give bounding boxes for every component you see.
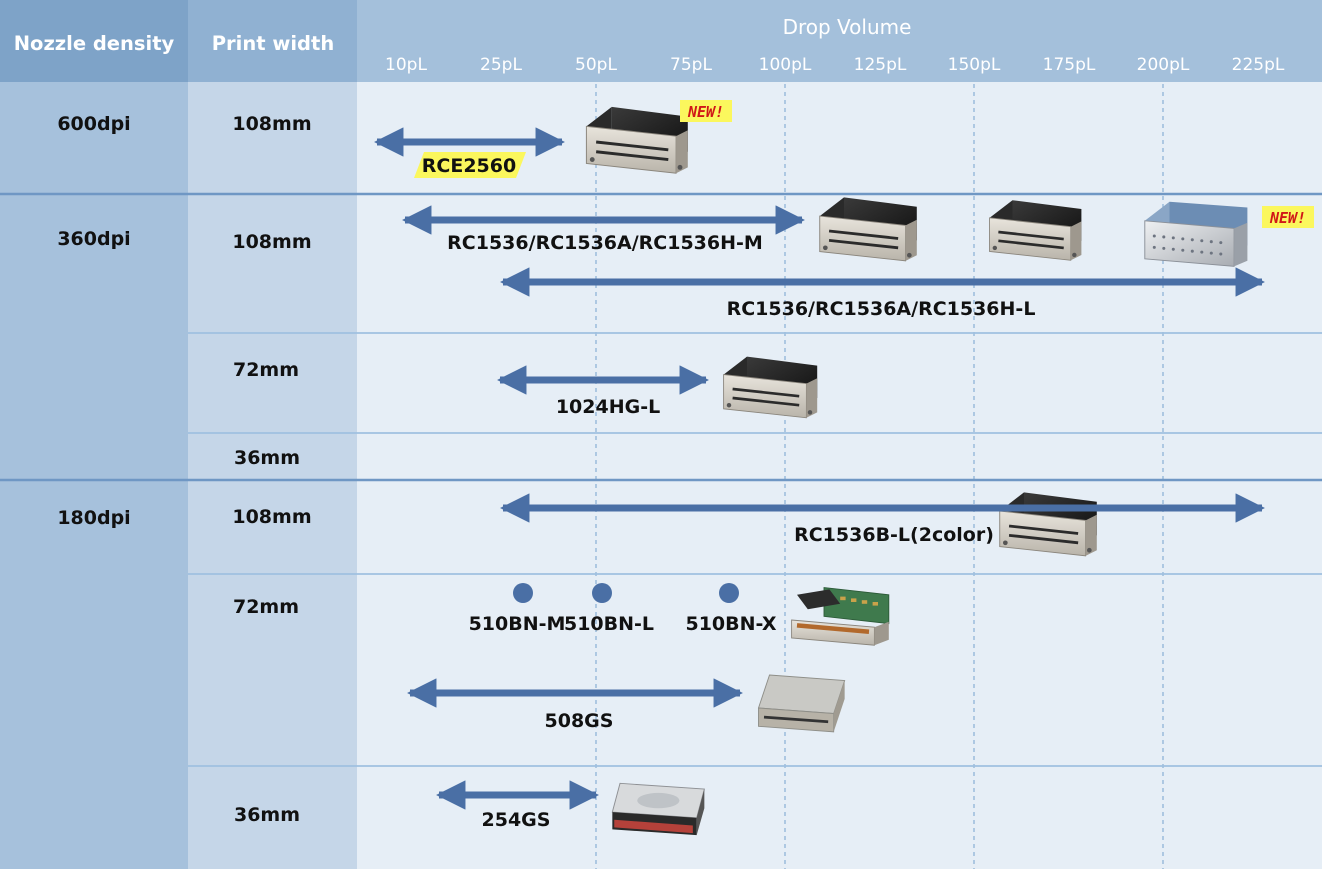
tick-label: 175pL: [1043, 55, 1096, 75]
product-label-508gs: 508GS: [545, 710, 614, 732]
header-cell-nozzle-density: [0, 0, 188, 82]
product-label-rce2560: RCE2560: [422, 155, 516, 177]
density-600dpi: 600dpi: [57, 113, 130, 135]
print-width-column: [188, 0, 357, 869]
product-label-254gs: 254GS: [482, 809, 551, 831]
product-label-rc1536-l: RC1536/RC1536A/RC1536H-L: [727, 298, 1036, 320]
new-badge-rc1536h: NEW!: [1262, 206, 1314, 228]
tick-label: 50pL: [575, 55, 617, 75]
width-360dpi-36mm: 36mm: [234, 447, 300, 469]
product-label-510bn-x: 510BN-X: [685, 613, 776, 635]
tick-label: 10pL: [385, 55, 427, 75]
product-label-rc1536b-l: RC1536B-L(2color): [794, 524, 994, 546]
table-header: Nozzle density Print width Drop Volume: [14, 15, 912, 55]
tick-label: 100pL: [759, 55, 812, 75]
header-cell-print-width: [188, 0, 357, 82]
density-360dpi: 360dpi: [57, 228, 130, 250]
header-print-width: Print width: [212, 32, 334, 55]
tick-label: 200pL: [1137, 55, 1190, 75]
point-510bn-l: [592, 583, 612, 603]
width-360dpi-72mm: 72mm: [233, 359, 299, 381]
printhead-icon: [722, 355, 819, 420]
new-badge-text: NEW!: [1269, 209, 1306, 227]
nozzle-density-column: [0, 0, 188, 869]
width-180dpi-72mm: 72mm: [233, 596, 299, 618]
width-180dpi-36mm: 36mm: [234, 804, 300, 826]
row-separators: [0, 192, 1322, 767]
tick-label: 150pL: [948, 55, 1001, 75]
header-drop-volume: Drop Volume: [783, 15, 912, 39]
product-label-1024hg-l: 1024HG-L: [556, 396, 660, 418]
printhead-icon: [988, 198, 1083, 262]
printhead-icon: [1144, 201, 1248, 267]
printhead-icon: [611, 782, 705, 836]
new-badges: NEW! NEW!: [680, 100, 1314, 228]
tick-label: 75pL: [670, 55, 712, 75]
tick-label: 125pL: [854, 55, 907, 75]
printhead-icon: [757, 673, 847, 734]
rce2560-highlight: [414, 152, 526, 178]
tick-label: 25pL: [480, 55, 522, 75]
printhead-icon: [584, 105, 690, 175]
new-badge-text: NEW!: [687, 103, 724, 121]
header-cell-drop-volume: [357, 0, 1322, 82]
product-label-510bn-m: 510BN-M: [469, 613, 566, 635]
drop-volume-ticks: 10pL 25pL 50pL 75pL 100pL 125pL 150pL 175pL 200p…: [385, 55, 1285, 75]
printhead-icon: [998, 490, 1099, 558]
product-ranges: RCE2560 RC1536/RC1536A/RC1536H-M RC1536/…: [374, 127, 1265, 831]
density-180dpi: 180dpi: [57, 507, 130, 529]
product-label-510bn-l: 510BN-L: [564, 613, 654, 635]
product-label-rc1536-m: RC1536/RC1536A/RC1536H-M: [447, 232, 763, 254]
new-badge-rce2560: NEW!: [680, 100, 732, 122]
point-510bn-m: [513, 583, 533, 603]
width-360dpi-108mm: 108mm: [232, 231, 311, 253]
point-510bn-x: [719, 583, 739, 603]
row-labels: 600dpi 108mm 360dpi 108mm 72mm 36mm 180d…: [57, 113, 311, 826]
tick-label: 225pL: [1232, 55, 1285, 75]
width-600dpi-108mm: 108mm: [232, 113, 311, 135]
width-180dpi-108mm: 108mm: [232, 506, 311, 528]
printhead-icon: [818, 195, 919, 263]
header-nozzle-density: Nozzle density: [14, 32, 175, 55]
